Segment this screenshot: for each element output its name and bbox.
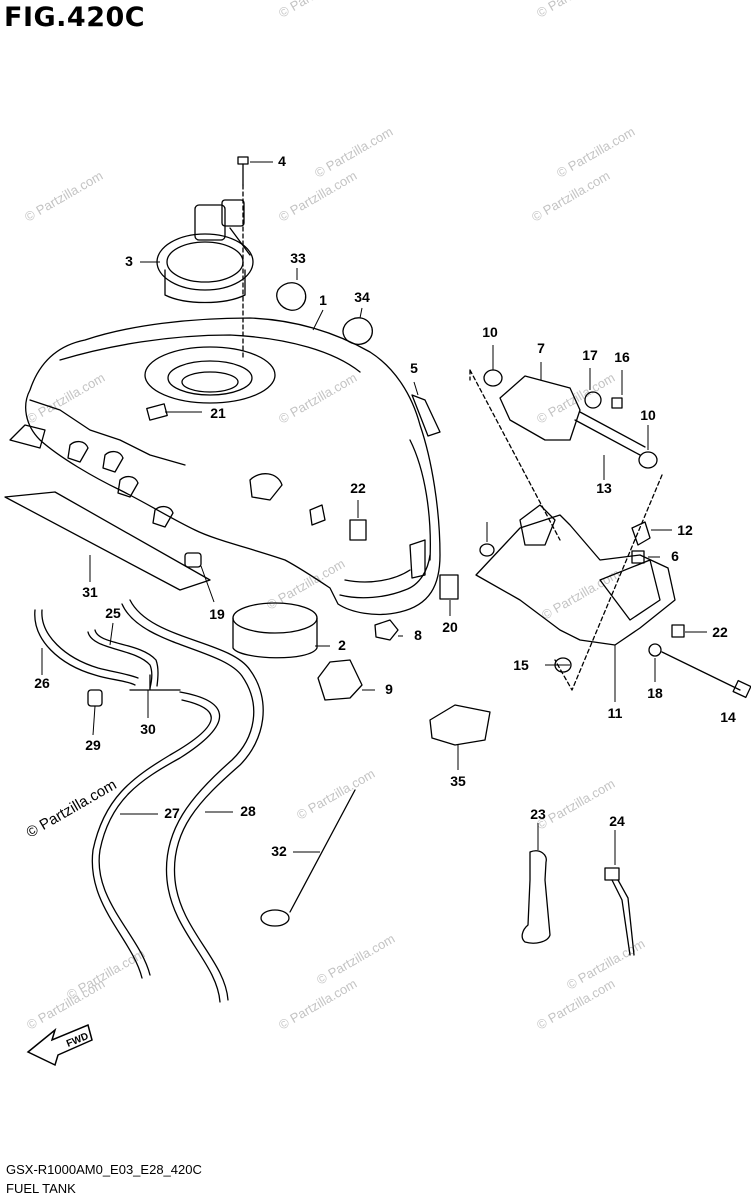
callout-23[interactable]: 23: [530, 806, 546, 822]
fuel-tank-part[interactable]: [9, 317, 441, 616]
model-code: GSX-R1000AM0_E03_E28_420C: [6, 1162, 202, 1177]
callout-layer: 1234567891010111213141516171819202122222…: [34, 153, 736, 859]
ring-part-2[interactable]: [232, 602, 318, 659]
callout-14[interactable]: 14: [720, 709, 736, 725]
rod-part-13[interactable]: [574, 411, 646, 456]
callout-20[interactable]: 20: [442, 619, 458, 635]
strip-part-5[interactable]: [411, 394, 441, 437]
plate-part-22[interactable]: [349, 519, 367, 541]
callout-19[interactable]: 19: [209, 606, 225, 622]
callout-26[interactable]: 26: [34, 675, 50, 691]
rod-part-33[interactable]: [260, 789, 356, 927]
callout-34[interactable]: 34: [354, 289, 370, 305]
callout-5[interactable]: 5: [410, 360, 418, 376]
callout-17[interactable]: 17: [582, 347, 598, 363]
plate-part-21[interactable]: [439, 574, 459, 600]
callout-32[interactable]: 32: [271, 843, 287, 859]
sheet-part-31[interactable]: [4, 491, 211, 591]
hose-part-27[interactable]: [34, 609, 139, 686]
callout-13[interactable]: 13: [596, 480, 612, 496]
callout-4[interactable]: 4: [278, 153, 286, 169]
watermark-text: © Partzilla.com: [264, 556, 347, 613]
callout-8[interactable]: 8: [414, 627, 422, 643]
watermark-text: © Partzilla.com: [24, 370, 107, 427]
rubber-part-10[interactable]: [483, 369, 503, 387]
callout-10[interactable]: 10: [640, 407, 656, 423]
figure-title: FIG.420C: [4, 2, 146, 33]
callout-30[interactable]: 30: [140, 721, 156, 737]
watermark-text: © Partzilla.com: [276, 370, 359, 427]
callout-12[interactable]: 12: [677, 522, 693, 538]
cushion-part-20[interactable]: [184, 552, 202, 568]
callout-35[interactable]: 35: [450, 773, 466, 789]
callout-3[interactable]: 3: [125, 253, 133, 269]
washer-part-18[interactable]: [648, 643, 662, 657]
callout-18[interactable]: 18: [647, 685, 663, 701]
fwd-arrow-icon: FWD: [26, 1023, 93, 1067]
cushion-part-8[interactable]: [374, 619, 399, 641]
bracket-assembly-part-11[interactable]: [469, 369, 676, 691]
watermark-text: © Partzilla.com: [64, 946, 147, 1003]
watermark-text: © Partzilla.com: [276, 0, 359, 21]
callout-21[interactable]: 21: [210, 405, 226, 421]
pad-part-35[interactable]: [342, 317, 373, 345]
callout-22[interactable]: 22: [712, 624, 728, 640]
callout-27[interactable]: 27: [164, 805, 180, 821]
callout-31[interactable]: 31: [82, 584, 98, 600]
callout-1[interactable]: 1: [319, 292, 327, 308]
hose-part-26[interactable]: [87, 629, 159, 689]
callout-15[interactable]: 15: [513, 657, 529, 673]
bolt-part-14[interactable]: [661, 651, 751, 699]
clamp-part-24[interactable]: [521, 850, 551, 944]
watermark-text: © Partzilla.com: [529, 168, 612, 225]
callout-7[interactable]: 7: [537, 340, 545, 356]
nut-part-23[interactable]: [671, 624, 685, 638]
fuel-cap-part[interactable]: [156, 184, 254, 361]
washer-part-17[interactable]: [479, 543, 495, 557]
watermark-text: © Partzilla.com: [22, 168, 105, 225]
plate-part-7[interactable]: [499, 375, 581, 441]
callout-29[interactable]: 29: [85, 737, 101, 753]
collar-part-19[interactable]: [584, 391, 602, 409]
hose-part-32[interactable]: [121, 599, 264, 1003]
tie-part-25[interactable]: [604, 867, 635, 956]
callout-16[interactable]: 16: [614, 349, 630, 365]
watermark-layer: © Partzilla.com© Partzilla.com© Partzill…: [22, 0, 647, 1033]
callout-28[interactable]: 28: [240, 803, 256, 819]
watermark-text: © Partzilla.com: [534, 776, 617, 833]
callout-9[interactable]: 9: [385, 681, 393, 697]
watermark-text: © Partzilla.com: [294, 766, 377, 823]
hose-part-28[interactable]: [91, 691, 221, 979]
pad-part-36[interactable]: [429, 704, 491, 746]
joint-part-30[interactable]: [129, 674, 181, 691]
watermark-text: © Partzilla.com: [314, 931, 397, 988]
pad-part-34[interactable]: [276, 282, 307, 311]
clip-part-12[interactable]: [631, 521, 651, 546]
callout-33[interactable]: 33: [290, 250, 306, 266]
callout-24[interactable]: 24: [609, 813, 625, 829]
bolt-part-4[interactable]: [237, 156, 249, 186]
callout-25[interactable]: 25: [105, 605, 121, 621]
bolt-part-16[interactable]: [611, 397, 623, 409]
nut-part-6[interactable]: [631, 550, 645, 564]
clamp-part-29[interactable]: [87, 689, 103, 707]
watermark-text: © Partzilla.com: [276, 976, 359, 1033]
callout-11[interactable]: 11: [608, 705, 623, 721]
figure-name: FUEL TANK: [6, 1181, 76, 1196]
callout-6[interactable]: 6: [671, 548, 679, 564]
watermark-text: © Partzilla.com: [534, 0, 617, 21]
callout-10[interactable]: 10: [482, 324, 498, 340]
callout-2[interactable]: 2: [338, 637, 346, 653]
rubber-part-10[interactable]: [638, 451, 658, 469]
bracket-part-9[interactable]: [317, 659, 363, 701]
callout-22[interactable]: 22: [350, 480, 366, 496]
watermark-text: © Partzilla.com: [534, 370, 617, 427]
